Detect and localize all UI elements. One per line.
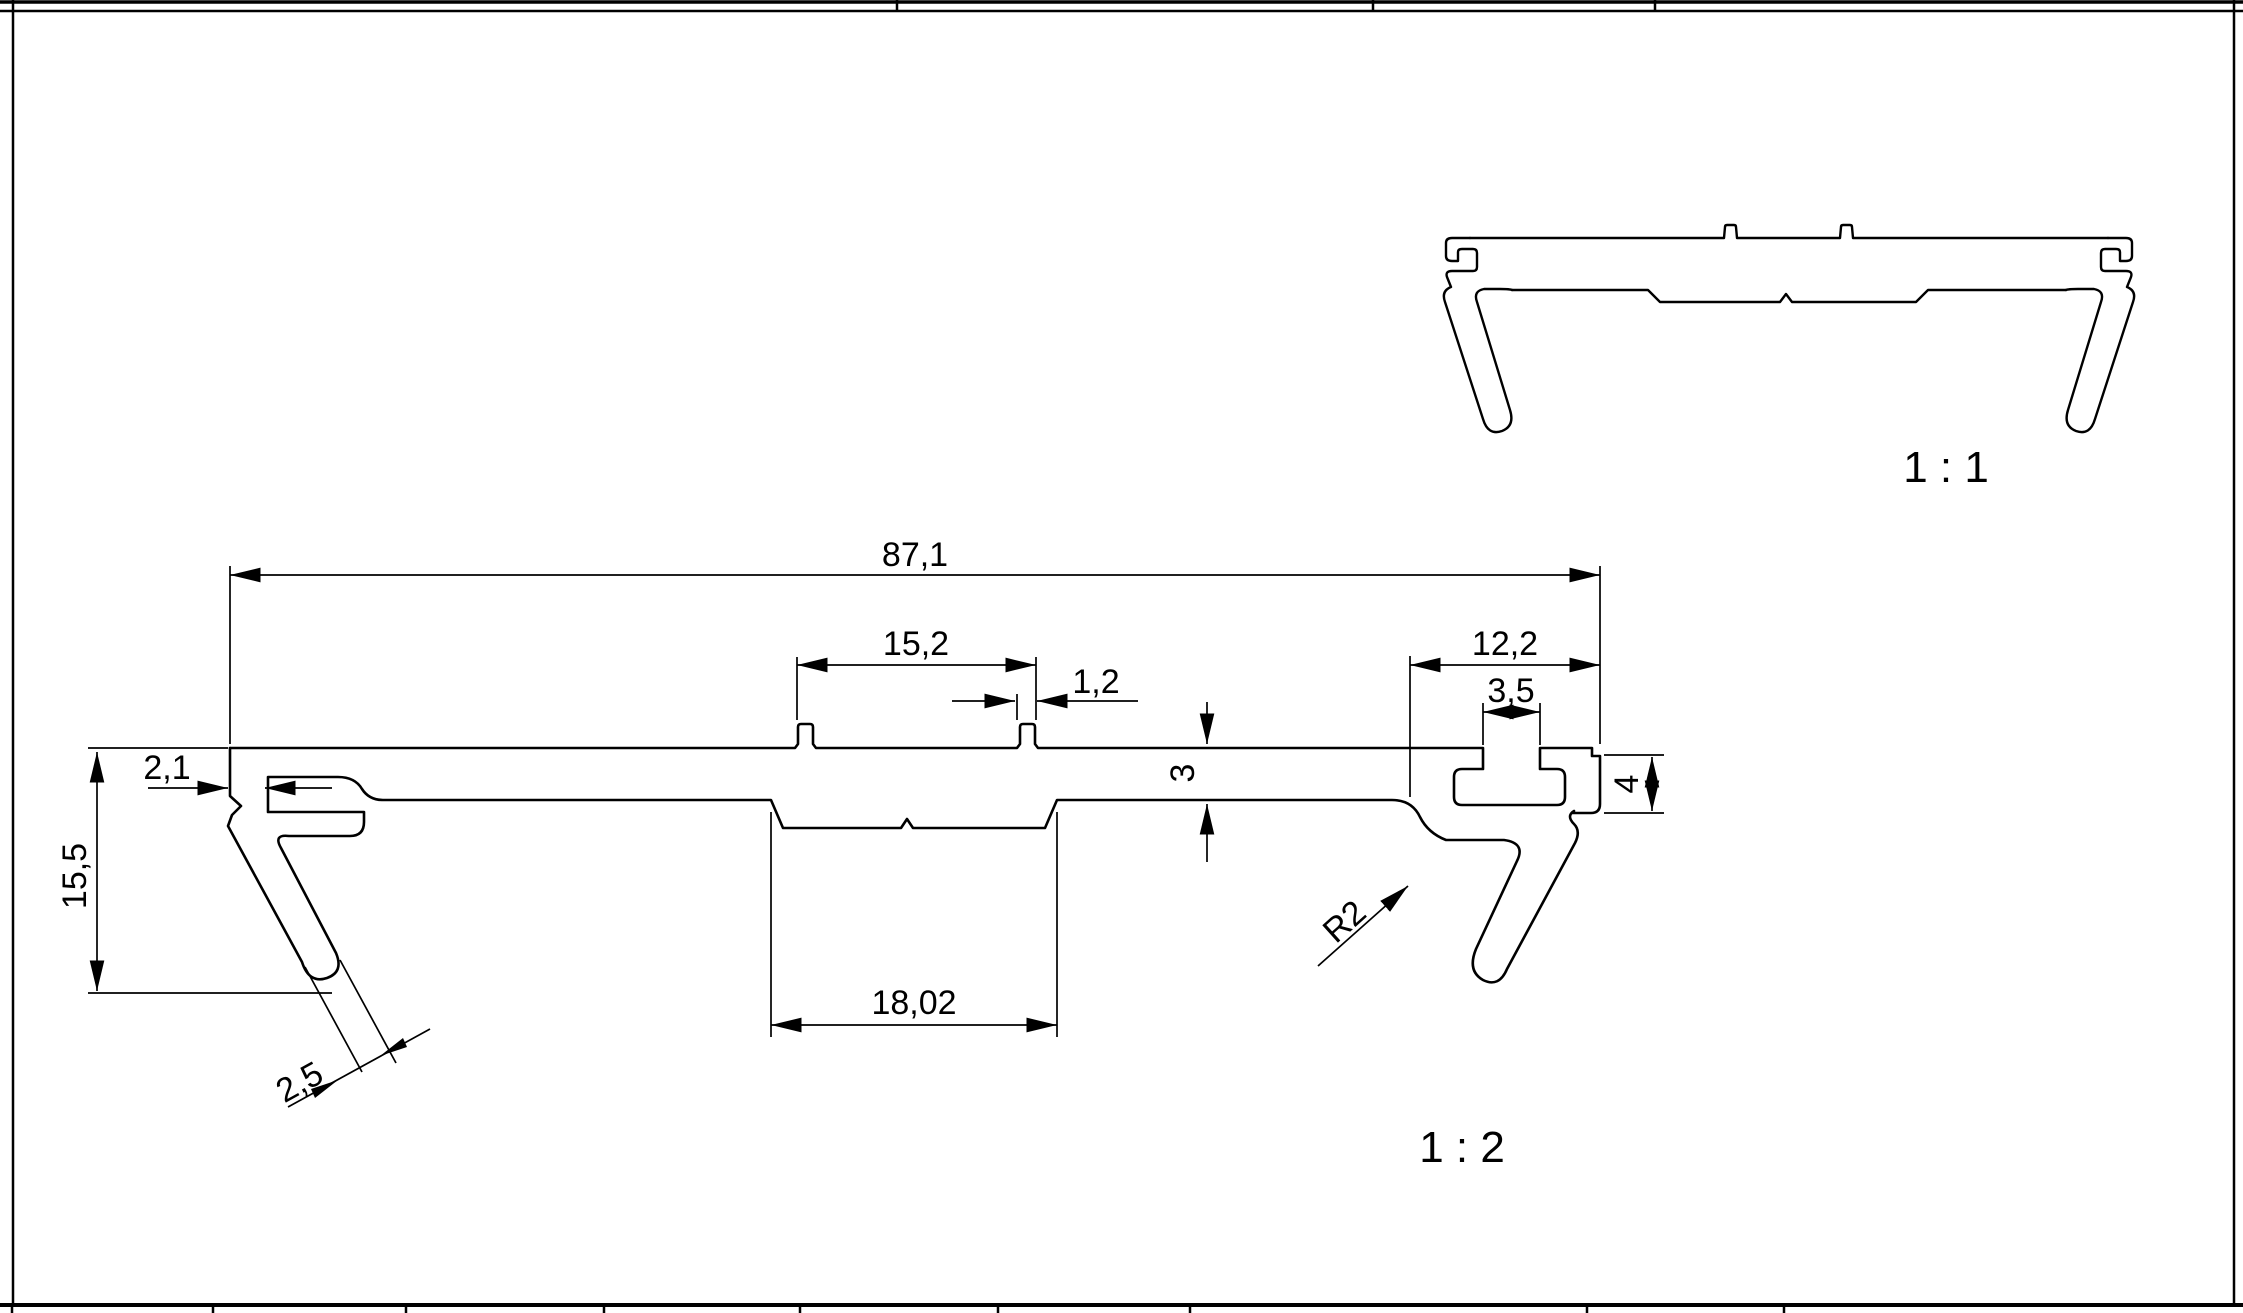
main-profile-top: [228, 722, 1602, 815]
extension-lines: [88, 566, 1664, 1073]
dimline-leg-thickness: [287, 1028, 431, 1108]
dim-corner-radius: R2: [1316, 893, 1374, 950]
detail-profile-right-end: [2064, 236, 2136, 434]
detail-profile-left-end: [1442, 236, 1514, 434]
dim-tslot-block-width: 12,2: [1472, 625, 1538, 663]
main-profile-view: [226, 722, 1602, 984]
detail-profile-top: [1468, 223, 2110, 240]
scale-label-main: 1 : 2: [1419, 1123, 1505, 1172]
dim-leg-thickness: 2,5: [270, 1054, 330, 1110]
scale-label-detail: 1 : 1: [1903, 443, 1989, 492]
dim-web-thickness: 3: [1164, 764, 1202, 783]
dim-rib-width: 1,2: [1072, 663, 1119, 701]
dim-hook-wall-thickness: 2,1: [143, 749, 190, 787]
title-block-top: [895, 0, 1657, 11]
dim-overall-width: 87,1: [882, 536, 948, 574]
detail-profile-view: [1442, 223, 2136, 434]
dim-recess-width: 18,02: [871, 984, 956, 1022]
detail-profile-bottom: [1510, 288, 2068, 304]
dim-rib-spacing: 15,2: [883, 625, 949, 663]
main-profile-bottom: [226, 746, 1580, 984]
dimension-arrowheads: [311, 1038, 407, 1098]
leader-corner-radius: [1317, 885, 1409, 967]
dim-overall-height: 15,5: [56, 843, 94, 909]
dim-tslot-depth: 4: [1608, 775, 1646, 794]
title-block-bottom: [10, 1305, 1786, 1313]
dimension-lines: [89, 567, 1660, 1108]
dim-tslot-opening: 3,5: [1487, 672, 1534, 710]
